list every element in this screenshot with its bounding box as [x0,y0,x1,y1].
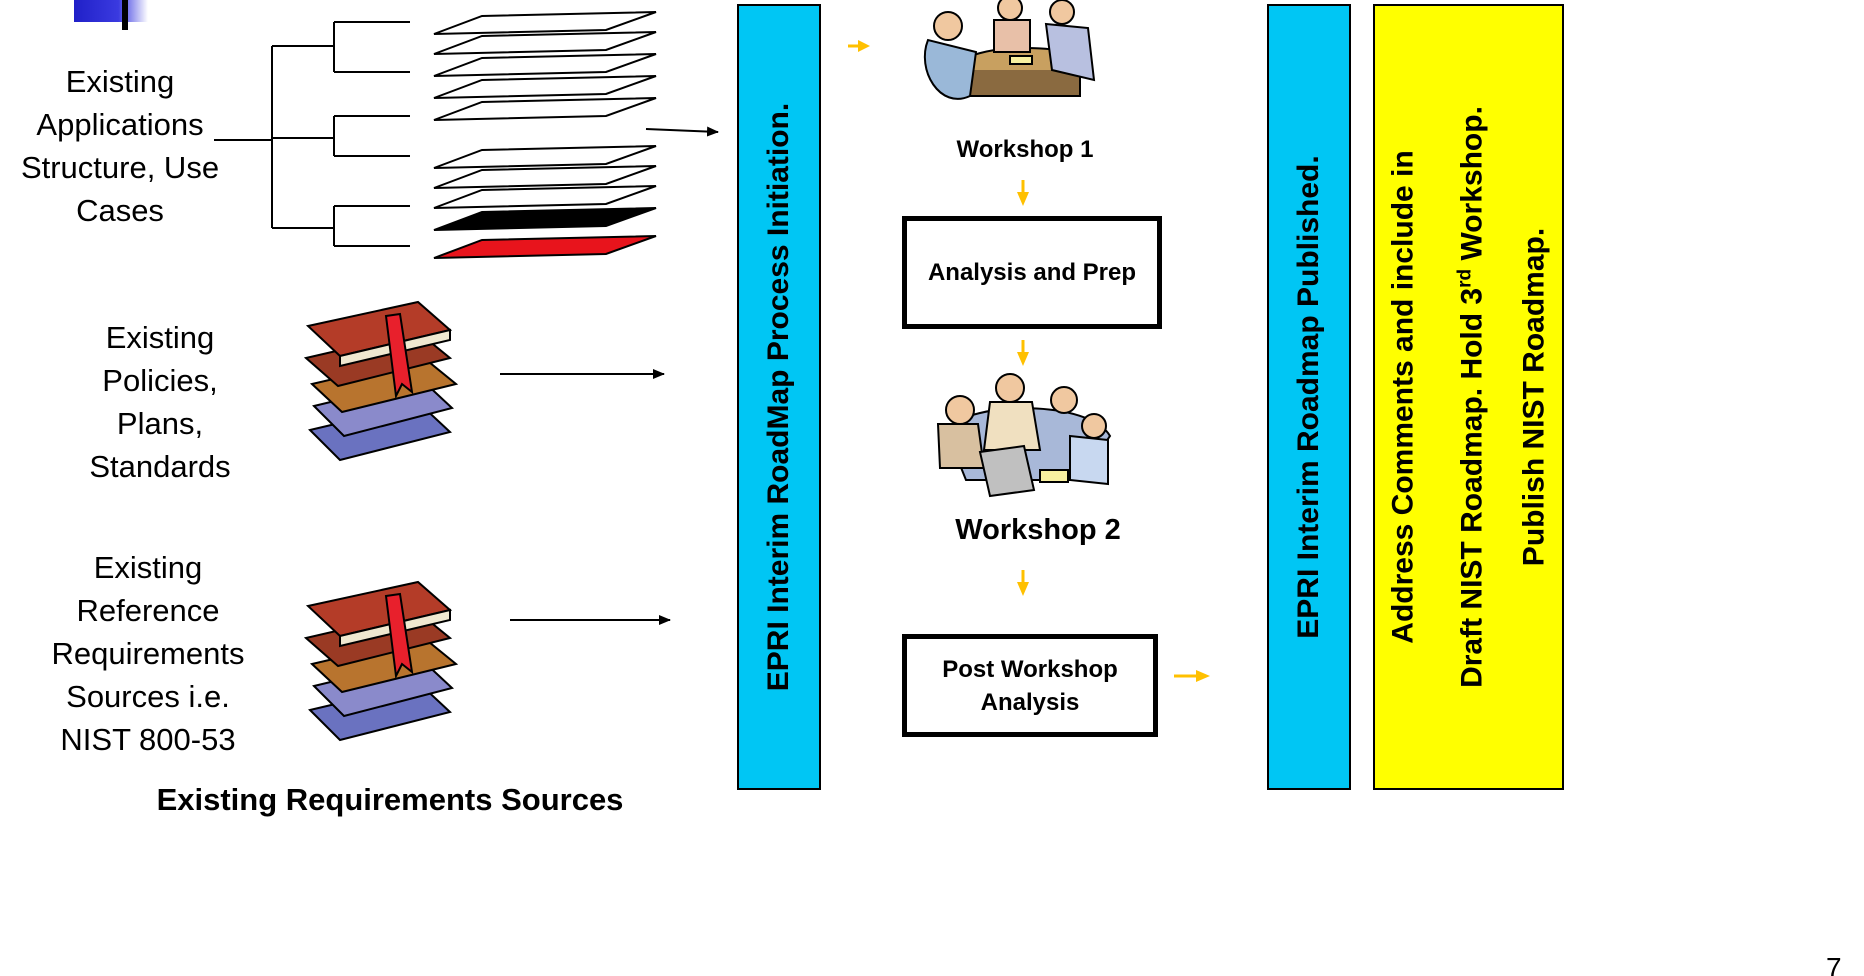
label-line: Existing [65,64,175,99]
layer-plane [433,165,657,189]
final-line-2-sup: rd [1454,268,1475,288]
final-line-2-pre: Draft NIST Roadmap. Hold 3 [1455,287,1488,688]
box-post-workshop-analysis: Post Workshop Analysis [902,634,1158,737]
workshop-1-label: Workshop 1 [956,136,1094,163]
layer-plane [433,145,657,169]
workshop-1-illustration [923,0,1096,100]
final-line-3: Publish NIST Roadmap. [1517,227,1550,567]
label-line: Cases [76,193,164,228]
label-existing-policies: Existing Policies, Plans, Standards [40,316,280,488]
label-existing-applications: Existing Applications Structure, Use Cas… [0,60,240,232]
bar-publish-nist-roadmap-text: Address Comments and include in Draft NI… [1372,106,1565,688]
book-stack-icon [303,300,459,462]
layer-plane-red [433,235,657,259]
label-line: Standards [89,449,231,484]
label-line: Requirements [51,636,245,671]
application-layers-stack [433,11,657,259]
workshop-2-label: Workshop 2 [955,514,1121,546]
label-line: Structure, Use [20,150,220,185]
slide-logo [74,0,214,30]
arrow-applications [645,126,719,137]
bar-roadmap-initiation-text: EPRI Interim RoadMap Process Initiation. [762,102,795,692]
label-line: NIST 800-53 [60,722,236,757]
logo-bar [122,0,128,30]
label-existing-reference: Existing Reference Requirements Sources … [28,546,268,761]
label-line: Plans, [116,406,204,441]
label-line: Reference [76,593,220,628]
label-line: Policies, [102,363,218,398]
label-line: Applications [36,107,204,142]
layer-plane [433,97,657,121]
box-analysis-and-prep: Analysis and Prep [902,216,1162,329]
flow-arrows [848,40,1210,682]
layer-plane-black [433,207,657,231]
label-line: Existing [105,320,215,355]
bar-roadmap-published-text: EPRI Interim Roadmap Published. [1292,155,1325,639]
final-line-1: Address Comments and include in [1386,150,1419,644]
caption-existing-requirements-sources: Existing Requirements Sources [156,782,624,817]
logo-blue-block [74,0,148,22]
final-line-2-post: Workshop. [1455,106,1488,269]
layer-plane [433,11,657,35]
layer-plane [433,75,657,99]
layer-plane [433,53,657,77]
bar-roadmap-initiation: EPRI Interim RoadMap Process Initiation. [737,4,821,790]
workshop-2-illustration [936,373,1112,498]
page-number: 7 [1826,954,1842,976]
label-line: Existing [93,550,203,585]
bar-publish-nist-roadmap: Address Comments and include in Draft NI… [1373,4,1564,790]
label-line: Sources i.e. [66,679,230,714]
book-stack-icon [303,580,459,742]
applications-tree [214,21,410,247]
bar-roadmap-published: EPRI Interim Roadmap Published. [1267,4,1351,790]
final-line-2: Draft NIST Roadmap. Hold 3rd Workshop. [1434,106,1503,688]
layer-plane [433,185,657,209]
layer-plane [433,31,657,55]
